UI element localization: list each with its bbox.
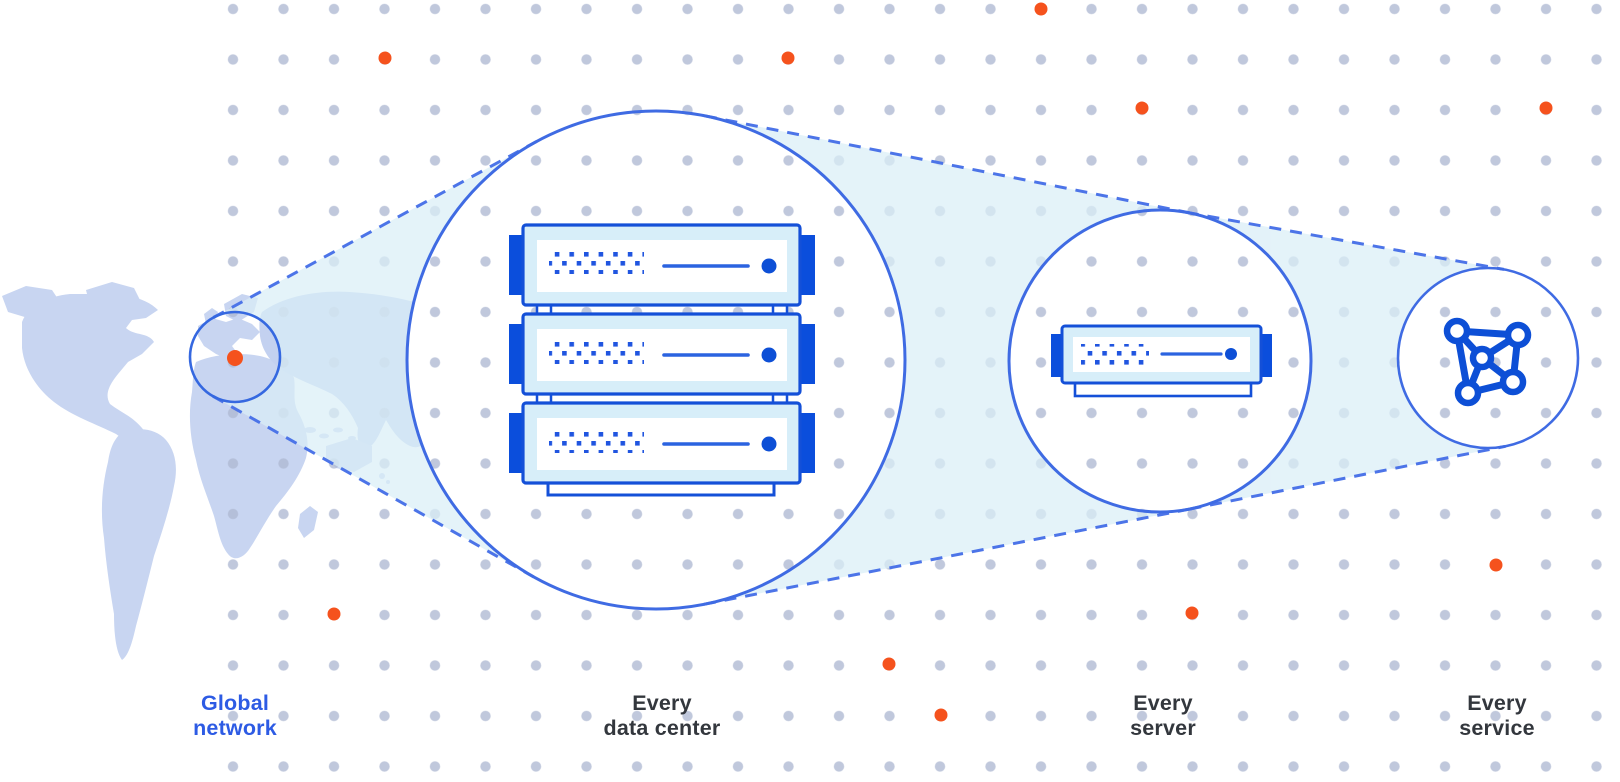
orange-dot <box>327 607 341 621</box>
server-circle <box>1007 208 1313 514</box>
label-every-server: Every server <box>1130 691 1196 741</box>
server-led-dot <box>761 436 777 452</box>
label-line: Every <box>632 691 692 715</box>
orange-dot <box>1135 101 1149 115</box>
data-center-circle <box>405 109 907 611</box>
label-line: data center <box>603 716 721 740</box>
network-graph-icon <box>1443 317 1532 407</box>
server-icon <box>1051 324 1272 398</box>
server-led-dot <box>761 347 777 363</box>
label-line: Every <box>1467 691 1527 715</box>
server-unit <box>509 401 815 485</box>
server-side-tab <box>799 413 815 473</box>
server-pixel-display <box>549 250 644 274</box>
label-every-service: Every service <box>1459 691 1535 741</box>
graph-node <box>1454 379 1482 407</box>
orange-dot <box>1489 558 1503 572</box>
orange-dot <box>378 51 392 65</box>
label-global-network: Global network <box>193 691 277 741</box>
graph-node <box>1504 321 1532 349</box>
dashed-line <box>1186 210 1505 271</box>
server-pixel-display <box>1081 344 1149 365</box>
server-side-tab <box>509 235 525 295</box>
server-rack-icon <box>509 223 815 497</box>
zoom-dashed-lines <box>212 114 1506 606</box>
orange-dot <box>1034 2 1048 16</box>
server-led-dot <box>1225 348 1237 360</box>
label-line: Global <box>200 691 270 715</box>
label-line: service <box>1459 716 1535 740</box>
graph-node <box>1443 317 1471 345</box>
map-south-america <box>101 429 176 660</box>
server-side-tab <box>509 324 525 384</box>
zoom-cone-3 <box>1186 212 1506 510</box>
graph-node <box>1499 368 1527 396</box>
label-line: network <box>193 716 277 740</box>
server-unit <box>509 223 815 307</box>
server-side-tab <box>799 324 815 384</box>
server-led-dot <box>761 258 777 274</box>
map-location-dot <box>227 350 243 366</box>
dashed-line <box>1189 444 1506 511</box>
server-side-tab <box>509 413 525 473</box>
graph-node-center <box>1469 345 1495 371</box>
server-pixel-display <box>549 340 644 364</box>
orange-dot <box>781 51 795 65</box>
label-every-data-center: Every data center <box>604 691 721 741</box>
server-unit <box>509 312 815 396</box>
zoom-cone-1 <box>212 141 537 577</box>
service-circle <box>1396 266 1580 450</box>
server-pixel-display <box>549 429 644 453</box>
map-north-america <box>22 294 174 472</box>
orange-dot <box>1539 101 1553 115</box>
server-side-tab <box>799 235 815 295</box>
orange-dot <box>1185 606 1199 620</box>
orange-dot <box>882 657 896 671</box>
map-highlight-circle <box>188 310 282 404</box>
label-line: server <box>1130 716 1196 740</box>
label-line: Every <box>1133 691 1193 715</box>
orange-dot <box>934 708 948 722</box>
orange-accent-dots <box>327 2 1553 722</box>
